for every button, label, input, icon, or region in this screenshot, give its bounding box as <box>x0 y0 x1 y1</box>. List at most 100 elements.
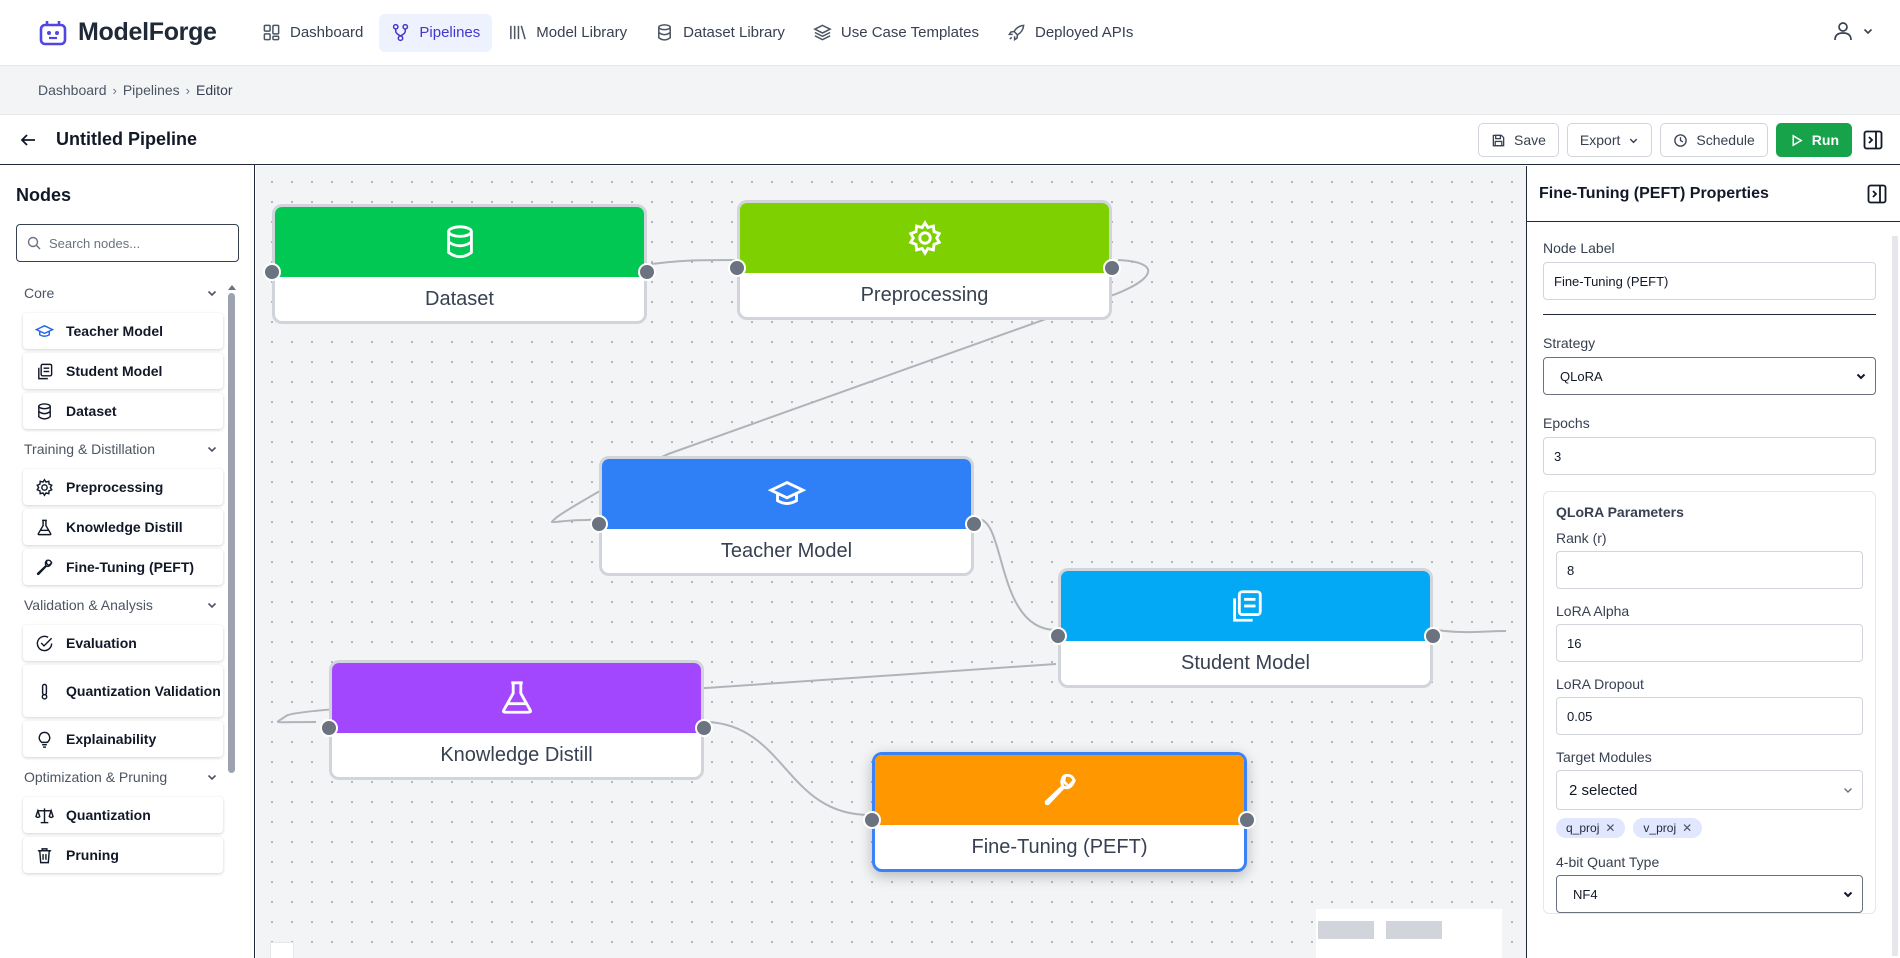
breadcrumb-pipelines[interactable]: Pipelines <box>122 82 180 98</box>
pipeline-canvas[interactable]: Dataset Preprocessing Teacher Model Stud… <box>256 166 1526 958</box>
input-port[interactable] <box>1049 627 1067 645</box>
palette-item-dataset[interactable]: Dataset <box>23 393 223 429</box>
editor-toolbar: Untitled Pipeline Save Export Schedule R… <box>0 115 1900 165</box>
toggle-properties-panel-button[interactable] <box>1860 127 1886 153</box>
nav-pipelines[interactable]: Pipelines <box>379 13 493 52</box>
nav-dataset-library[interactable]: Dataset Library <box>643 14 797 52</box>
export-button[interactable]: Export <box>1566 123 1653 157</box>
category-label: Validation & Analysis <box>24 597 153 613</box>
output-port[interactable] <box>965 515 983 533</box>
sidebar-scrollbar[interactable] <box>228 283 236 938</box>
category-optimization-pruning[interactable]: Optimization & Pruning <box>16 761 226 793</box>
palette-item-knowledge-distill[interactable]: Knowledge Distill <box>23 509 223 545</box>
palette-item-fine-tuning-peft[interactable]: Fine-Tuning (PEFT) <box>23 549 223 585</box>
pipeline-title[interactable]: Untitled Pipeline <box>56 129 198 149</box>
trash-icon <box>37 847 52 863</box>
zoom-controls[interactable] <box>270 942 294 958</box>
epochs-label: Epochs <box>1543 415 1590 431</box>
nav-model-library[interactable]: Model Library <box>496 14 639 52</box>
panel-right-icon[interactable] <box>1866 183 1888 205</box>
module-chip: q_proj ✕ <box>1556 818 1626 838</box>
palette-item-label: Evaluation <box>66 635 137 651</box>
search-input[interactable] <box>49 235 229 251</box>
input-port[interactable] <box>320 719 338 737</box>
user-menu[interactable] <box>1832 20 1874 42</box>
strategy-select[interactable]: QLoRA <box>1543 357 1876 395</box>
edge-teacher-student[interactable] <box>977 518 1057 631</box>
node-student-model[interactable]: Student Model <box>1049 568 1442 688</box>
breadcrumb: Dashboard › Pipelines › Editor <box>0 66 1900 115</box>
palette-item-teacher-model[interactable]: Teacher Model <box>23 313 223 349</box>
category-training-distillation[interactable]: Training & Distillation <box>16 433 226 465</box>
palette-item-quantization[interactable]: Quantization <box>23 797 223 833</box>
edge-knowledge-distill-finetuning[interactable] <box>707 721 871 816</box>
schedule-button[interactable]: Schedule <box>1660 123 1768 157</box>
remove-chip-icon[interactable]: ✕ <box>1682 821 1693 835</box>
palette-item-label: Knowledge Distill <box>66 519 183 535</box>
node-search[interactable] <box>16 224 239 262</box>
canvas-minimap[interactable] <box>1316 909 1502 958</box>
brand[interactable]: ModelForge <box>38 18 250 48</box>
node-preprocessing[interactable]: Preprocessing <box>728 200 1121 320</box>
nav-dashboard[interactable]: Dashboard <box>250 14 375 52</box>
nav-deployed-apis[interactable]: Deployed APIs <box>995 14 1145 52</box>
epochs-input[interactable] <box>1543 437 1876 475</box>
database-icon <box>446 225 473 259</box>
nav-use-case-templates[interactable]: Use Case Templates <box>801 14 991 52</box>
output-port[interactable] <box>1424 627 1442 645</box>
output-port[interactable] <box>1103 259 1121 277</box>
palette-item-evaluation[interactable]: Evaluation <box>23 625 223 661</box>
palette-item-preprocessing[interactable]: Preprocessing <box>23 469 223 505</box>
chevron-down-icon <box>207 446 217 453</box>
node-dataset[interactable]: Dataset <box>263 204 656 324</box>
chevron-down-icon <box>1856 373 1866 380</box>
remove-chip-icon[interactable]: ✕ <box>1605 821 1616 835</box>
rank-input[interactable] <box>1556 551 1863 589</box>
palette-item-quantization-validation[interactable]: Quantization Validation <box>23 665 223 717</box>
user-icon <box>1834 22 1852 41</box>
breadcrumb-dashboard[interactable]: Dashboard <box>38 82 107 98</box>
quant-type-select[interactable]: NF4 <box>1556 875 1863 913</box>
run-button[interactable]: Run <box>1775 123 1852 157</box>
input-port[interactable] <box>728 259 746 277</box>
palette-item-label: Preprocessing <box>66 479 164 495</box>
module-chip: v_proj ✕ <box>1633 818 1703 838</box>
node-label-input[interactable] <box>1543 262 1876 300</box>
lora-alpha-input[interactable] <box>1556 624 1863 662</box>
output-port[interactable] <box>695 719 713 737</box>
node-label: Knowledge Distill <box>440 743 593 766</box>
output-port[interactable] <box>1238 811 1256 829</box>
category-core[interactable]: Core <box>16 277 226 309</box>
node-teacher-model[interactable]: Teacher Model <box>590 456 983 576</box>
input-port[interactable] <box>863 811 881 829</box>
input-port[interactable] <box>263 263 281 281</box>
node-header <box>875 755 1244 825</box>
palette-item-student-model[interactable]: Student Model <box>23 353 223 389</box>
properties-panel: Fine-Tuning (PEFT) Properties Node Label… <box>1526 166 1900 958</box>
palette-item-explainability[interactable]: Explainability <box>23 721 223 757</box>
properties-scrollbar[interactable] <box>1892 236 1898 956</box>
save-label: Save <box>1514 132 1546 148</box>
node-fine-tuning-peft[interactable]: Fine-Tuning (PEFT) <box>863 752 1256 872</box>
edge-dataset-preprocessing[interactable] <box>650 259 737 265</box>
properties-header: Fine-Tuning (PEFT) Properties <box>1527 166 1900 222</box>
target-modules-select[interactable]: 2 selected <box>1556 770 1863 810</box>
chevron-down-icon <box>207 290 217 297</box>
output-port[interactable] <box>638 263 656 281</box>
input-port[interactable] <box>590 515 608 533</box>
back-button[interactable] <box>16 128 40 152</box>
category-validation-analysis[interactable]: Validation & Analysis <box>16 589 226 621</box>
palette-item-label: Pruning <box>66 847 119 863</box>
save-button[interactable]: Save <box>1478 123 1559 157</box>
module-chip-label: q_proj <box>1566 821 1600 835</box>
flask-icon <box>501 681 532 714</box>
library-icon <box>510 25 527 40</box>
nav-use-case-templates-label: Use Case Templates <box>840 24 979 41</box>
category-label: Optimization & Pruning <box>24 769 168 785</box>
lora-dropout-input[interactable] <box>1556 697 1863 735</box>
node-knowledge-distill[interactable]: Knowledge Distill <box>320 660 713 780</box>
palette-item-pruning[interactable]: Pruning <box>23 837 223 873</box>
sidebar-scrollbar-thumb[interactable] <box>228 293 235 773</box>
graduation-cap-icon <box>767 481 806 505</box>
target-modules-label: Target Modules <box>1556 749 1652 765</box>
